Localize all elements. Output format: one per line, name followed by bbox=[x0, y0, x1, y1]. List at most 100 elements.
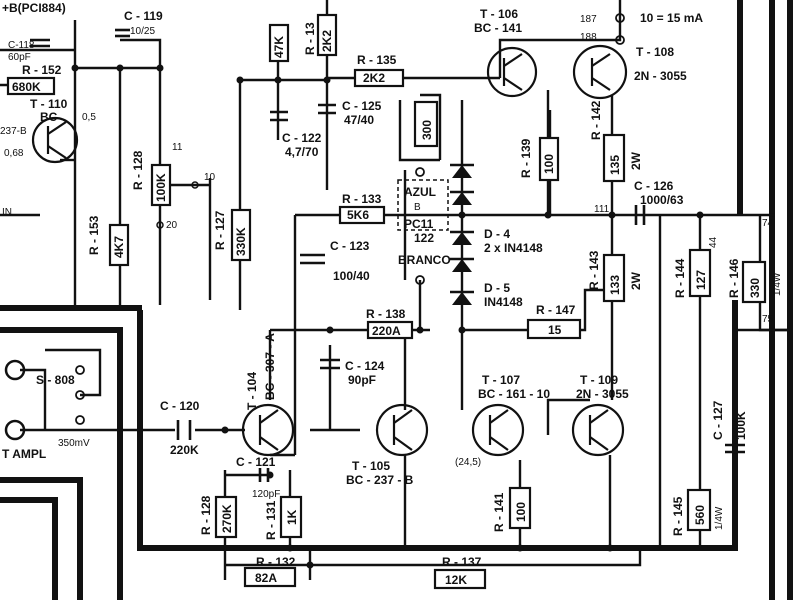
transistor-t104 bbox=[241, 403, 295, 457]
resistor-r130 bbox=[316, 13, 338, 57]
label-r128-top-val: 100K bbox=[154, 173, 168, 202]
resistor-r128 bbox=[214, 495, 238, 539]
label-node11: 11 bbox=[172, 142, 183, 153]
label-d4: D - 4 bbox=[484, 227, 510, 241]
label-c127: C - 127 bbox=[711, 400, 725, 440]
label-node20: 20 bbox=[166, 220, 178, 231]
label-t107: T - 107 bbox=[482, 373, 520, 387]
label-r134-val: 300 bbox=[420, 120, 434, 140]
resistor-r145 bbox=[686, 488, 712, 532]
resistor-r139 bbox=[538, 136, 560, 182]
resistor-r147 bbox=[526, 318, 582, 340]
resistors bbox=[6, 13, 767, 590]
label-r127-val: 330K bbox=[234, 227, 248, 256]
label-t105-type: BC - 237 - B bbox=[346, 473, 414, 487]
label-r128-top: R - 128 bbox=[131, 150, 145, 190]
label-node75: 75 bbox=[762, 314, 774, 325]
label-azul: AZUL bbox=[404, 185, 436, 199]
label-c125: C - 125 bbox=[342, 99, 382, 113]
label-r153: R - 153 bbox=[87, 215, 101, 255]
transistor-t106 bbox=[486, 46, 538, 98]
label-r-dash: 44 bbox=[708, 236, 719, 248]
resistor-r153 bbox=[108, 223, 130, 267]
junctions bbox=[71, 64, 704, 569]
label-pin187: 187 bbox=[580, 14, 597, 25]
label-node74: 74 bbox=[762, 218, 774, 229]
resistor-r131 bbox=[279, 495, 303, 539]
label-r145-w: 1/4W bbox=[714, 506, 725, 530]
resistor-r137 bbox=[433, 568, 487, 590]
label-r138-val: 220A bbox=[372, 324, 401, 338]
resistor-r143 bbox=[602, 253, 626, 303]
label-t106-type: BC - 141 bbox=[474, 21, 522, 35]
label-r133-val: 5K6 bbox=[347, 208, 369, 222]
label-r147-val: 15 bbox=[548, 323, 562, 337]
label-t110-type2: 237-B bbox=[0, 126, 27, 137]
label-c123: C - 123 bbox=[330, 239, 370, 253]
label-c122-val: 4,7/70 bbox=[285, 145, 319, 159]
label-r131-val: 1K bbox=[285, 509, 299, 525]
transistors bbox=[31, 44, 628, 457]
label-c118: C-118 bbox=[8, 40, 35, 51]
capacitors bbox=[30, 28, 745, 482]
trimmer-r134 bbox=[413, 100, 439, 148]
resistor-r138 bbox=[366, 320, 414, 340]
label-r144: R - 144 bbox=[673, 258, 687, 298]
label-c120: C - 120 bbox=[160, 399, 200, 413]
label-r141-val: 100 bbox=[514, 502, 528, 522]
label-c119: C - 119 bbox=[124, 9, 163, 23]
label-r139-val: 100 bbox=[542, 154, 556, 174]
resistor-r152 bbox=[6, 76, 56, 96]
label-r132-val: 82A bbox=[255, 571, 277, 585]
label-t104: T - 104 bbox=[245, 372, 259, 410]
label-t110-pin: 0,5 bbox=[82, 112, 96, 123]
label-r147: R - 147 bbox=[536, 303, 576, 317]
label-mv: 350mV bbox=[58, 438, 90, 449]
label-t110-type: BC bbox=[40, 110, 58, 124]
resistor-r142 bbox=[602, 133, 626, 183]
transistor-t105 bbox=[375, 403, 429, 457]
label-r132: R - 132 bbox=[256, 555, 296, 569]
label-c121: C - 121 bbox=[236, 455, 276, 469]
label-c126: C - 126 bbox=[634, 179, 674, 193]
label-pc: PC11 bbox=[404, 217, 434, 231]
label-r142-w: 2W bbox=[629, 151, 643, 170]
label-r143-val: 133 bbox=[608, 275, 622, 295]
label-r131: R - 131 bbox=[264, 500, 278, 540]
label-ampl: T AMPL bbox=[2, 447, 46, 461]
label-c126-val: 1000/63 bbox=[640, 193, 684, 207]
label-t109-type: 2N - 3055 bbox=[576, 387, 629, 401]
label-pc2: 122 bbox=[414, 231, 434, 245]
resistor-r132 bbox=[243, 566, 297, 588]
label-c120-val: 220K bbox=[170, 443, 199, 457]
label-t108-type: 2N - 3055 bbox=[634, 69, 687, 83]
label-node111: 111 bbox=[594, 204, 610, 215]
label-r128-val: 270K bbox=[220, 504, 234, 533]
label-c125-val: 47/40 bbox=[344, 113, 374, 127]
transistor-t109 bbox=[571, 403, 625, 457]
label-r143-w: 2W bbox=[629, 271, 643, 290]
label-r142-val: 135 bbox=[608, 155, 622, 175]
label-c123-val: 100/40 bbox=[333, 269, 370, 283]
label-t107-pin: (24,5) bbox=[455, 457, 481, 468]
label-r152: R - 152 bbox=[22, 63, 62, 77]
resistor-r128-top bbox=[150, 163, 172, 207]
label-c119-val: 10/25 bbox=[130, 26, 155, 37]
label-t105: T - 105 bbox=[352, 459, 390, 473]
resistor-r129 bbox=[268, 23, 290, 63]
label-t106: T - 106 bbox=[480, 7, 518, 21]
component-labels: +B(PCI884) C - 119 10/25 C-118 60pF R - … bbox=[0, 1, 783, 587]
transistor-t110 bbox=[31, 116, 79, 164]
label-c124-val: 90pF bbox=[348, 373, 376, 387]
connectors bbox=[4, 13, 625, 441]
label-r145-val: 560 bbox=[693, 505, 707, 525]
label-fuse: 10 = 15 mA bbox=[640, 11, 703, 25]
resistor-r141 bbox=[508, 486, 532, 530]
label-r139: R - 139 bbox=[519, 138, 533, 178]
label-pin188: 188 bbox=[580, 32, 597, 43]
label-c122: C - 122 bbox=[282, 131, 322, 145]
label-s808: S - 808 bbox=[36, 373, 75, 387]
label-c124: C - 124 bbox=[345, 359, 385, 373]
label-r143: R - 143 bbox=[587, 250, 601, 290]
